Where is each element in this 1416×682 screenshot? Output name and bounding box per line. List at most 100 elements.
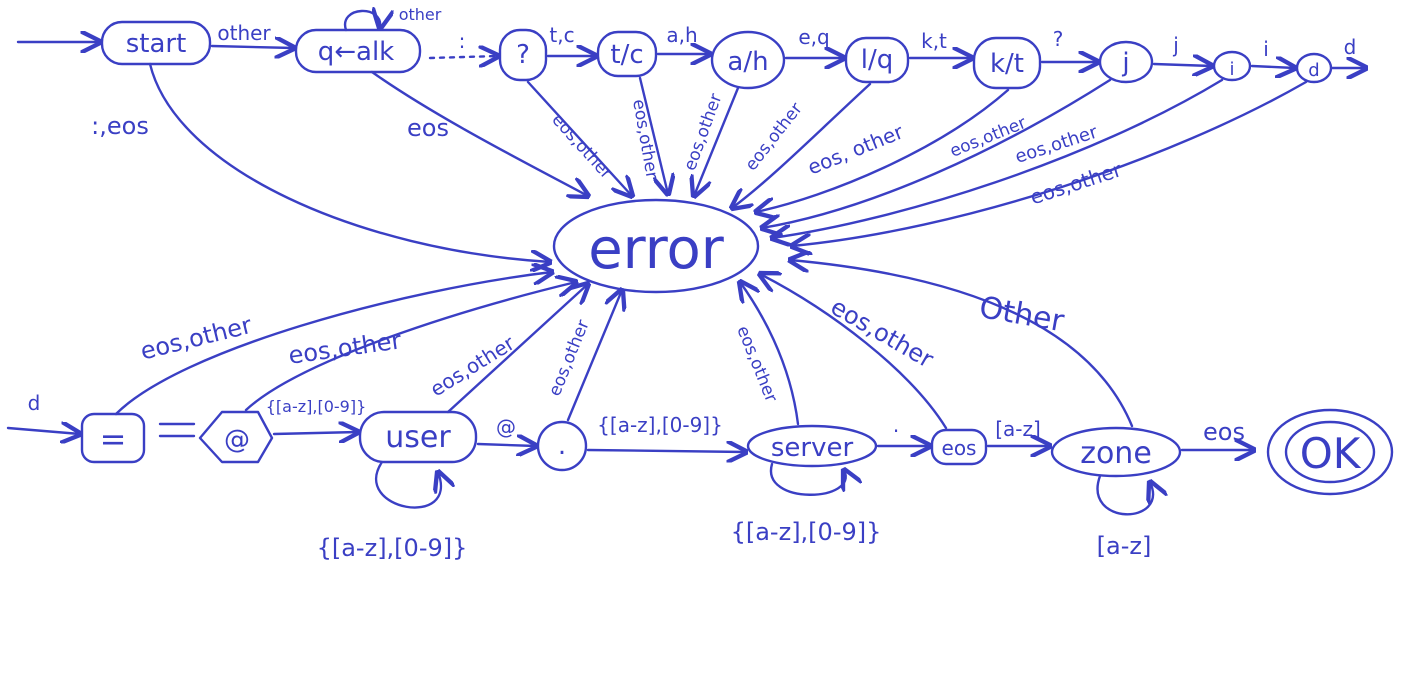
edge-zone-loop-label: [a-z]	[1097, 532, 1152, 560]
state-dot-label: .	[558, 431, 566, 461]
state-ok-accepting: OK	[1266, 408, 1394, 496]
state-j-label: j	[1121, 48, 1129, 78]
edge-eos-error: eos,other	[760, 274, 948, 430]
edge-start-qtalk-label: other	[217, 21, 271, 45]
edge-qtalk-q-label: :	[459, 29, 466, 53]
edge-dot-error-label: eos,other	[545, 317, 594, 399]
edge-zone-error: Other	[790, 260, 1134, 428]
edge-qtalk-q: :	[428, 29, 498, 58]
state-ok-label: OK	[1300, 429, 1362, 478]
edge-eq-kt-label: k,t	[921, 29, 947, 53]
edge-server-loop-label: {[a-z],[0-9]}	[731, 518, 882, 546]
state-d: d	[1295, 52, 1333, 84]
edge-zone-error-label: Other	[977, 290, 1068, 339]
edge-equals-at: =	[158, 422, 196, 438]
state-j: j	[1098, 40, 1154, 84]
state-server-label: server	[771, 433, 854, 463]
edge-eos-zone-label: [a-z]	[995, 417, 1041, 441]
edge-kt-j: ?	[1040, 27, 1098, 62]
edge-dot-error: eos,other	[545, 290, 622, 422]
state-kt: k/t	[972, 36, 1042, 90]
edge-equals-in: d	[6, 391, 80, 434]
state-d-label: d	[1308, 60, 1319, 81]
edge-zone-ok-label: eos	[1203, 418, 1245, 446]
edge-qtalk-loop-label: other	[399, 5, 442, 24]
edge-eos-error-label: eos,other	[826, 293, 938, 374]
edge-eos-zone: [a-z]	[986, 417, 1050, 446]
edge-zone-ok: eos	[1180, 418, 1254, 450]
edge-dot-server-label: {[a-z],[0-9]}	[597, 413, 723, 437]
edge-qtalk-loop: other	[343, 5, 442, 30]
edge-at-user-label: {[a-z],[0-9]}	[266, 397, 367, 416]
state-eos: eos	[930, 428, 988, 466]
state-dot: .	[536, 420, 588, 472]
state-zone: zone	[1050, 426, 1182, 478]
state-server: server	[746, 424, 878, 468]
edge-user-loop: {[a-z],[0-9]}	[317, 460, 468, 562]
edge-tc-ah: a,h	[656, 23, 710, 54]
edge-eq-kt: k,t	[908, 29, 972, 58]
edge-start-qtalk: other	[210, 21, 294, 48]
edge-tc-error-label: eos,other	[628, 98, 662, 181]
edge-i-d: i	[1250, 37, 1295, 68]
edge-j-i: j	[1152, 33, 1212, 66]
edge-tc-ah-label: a,h	[666, 23, 697, 47]
edge-equals-error-label: eos,other	[138, 311, 255, 366]
edge-q-tc: t,c	[546, 23, 596, 56]
edge-kt-error-label: eos, other	[804, 119, 907, 179]
state-kt-label: k/t	[990, 49, 1024, 79]
edge-server-loop: {[a-z],[0-9]}	[731, 462, 882, 546]
state-error-label: error	[588, 217, 725, 282]
edge-user-dot-label: @	[496, 415, 516, 439]
state-start: start	[100, 20, 212, 66]
edge-at-error: eos,other	[244, 282, 576, 412]
edge-server-eos: .	[876, 413, 930, 446]
edge-server-eos-label: .	[893, 413, 899, 437]
state-i: i	[1212, 50, 1252, 82]
state-qtalk: q←alk	[294, 28, 422, 74]
edge-qtalk-error-label: eos	[407, 114, 449, 142]
state-equals-label: =	[100, 420, 127, 458]
state-user-label: user	[385, 420, 451, 455]
state-i-label: i	[1229, 59, 1234, 80]
edge-qtalk-error: eos	[370, 70, 588, 196]
edge-q-error: eos,other	[526, 80, 632, 196]
state-ah-label: a/h	[727, 47, 768, 77]
edge-j-i-label: j	[1172, 33, 1179, 57]
edge-user-loop-label: {[a-z],[0-9]}	[317, 534, 468, 562]
state-equals: =	[80, 412, 146, 464]
edge-zone-loop: [a-z]	[1096, 474, 1153, 560]
edge-q-error-label: eos,other	[547, 110, 616, 183]
state-eos-label: eos	[942, 436, 977, 460]
edge-ah-eq: e,q	[784, 25, 844, 58]
edge-d-out-label: d	[1344, 35, 1357, 59]
edge-i-d-label: i	[1263, 37, 1269, 61]
edge-ah-error: eos,other	[680, 86, 740, 196]
state-question-label: ?	[516, 40, 530, 70]
edge-ah-eq-label: e,q	[798, 25, 829, 49]
edge-at-user: {[a-z],[0-9]}	[266, 397, 367, 434]
state-tc: t/c	[596, 30, 658, 78]
state-error: error	[552, 198, 760, 294]
state-question: ?	[498, 28, 548, 82]
state-eq: l/q	[844, 36, 910, 84]
state-tc-label: t/c	[610, 40, 643, 70]
edge-dot-server: {[a-z],[0-9]}	[586, 413, 746, 452]
edge-server-error: eos,other	[732, 282, 800, 426]
edge-equals-in-label: d	[28, 391, 41, 415]
edge-q-tc-label: t,c	[549, 23, 574, 47]
edge-start-error-label: :,eos	[91, 112, 149, 140]
edge-eq-error-label: eos,other	[741, 99, 806, 175]
state-ah: a/h	[710, 30, 786, 90]
edge-at-error-label: eos,other	[287, 326, 403, 370]
edge-d-out: d	[1330, 35, 1366, 68]
state-at-label: @	[224, 425, 250, 455]
state-user: user	[358, 410, 478, 464]
edge-user-dot: @	[476, 415, 536, 446]
edge-server-error-label: eos,other	[732, 323, 781, 405]
edge-kt-j-label: ?	[1053, 27, 1064, 51]
state-start-label: start	[126, 29, 187, 59]
edge-tc-error: eos,other	[628, 76, 668, 194]
state-at: @	[198, 410, 274, 464]
